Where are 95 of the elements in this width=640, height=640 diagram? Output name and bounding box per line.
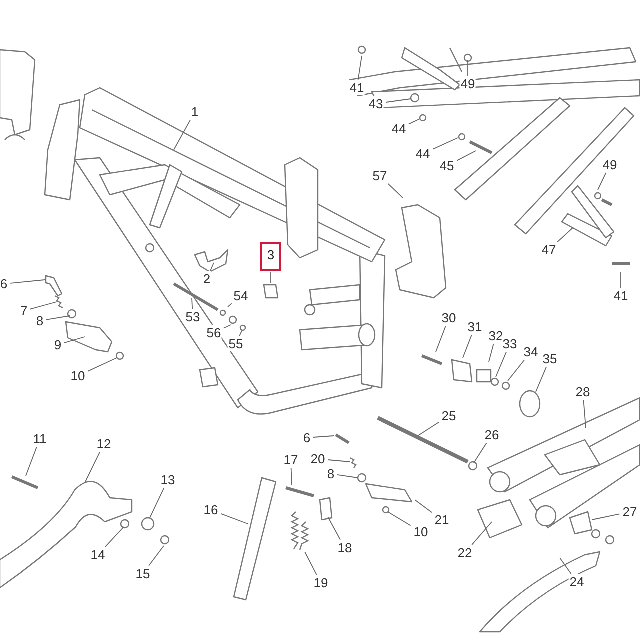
leader-line — [64, 336, 86, 344]
leader-line — [192, 298, 194, 310]
leader-line — [418, 422, 440, 436]
callout-number: 22 — [456, 546, 474, 560]
leader-line — [456, 150, 476, 162]
leader-line — [560, 558, 572, 574]
leader-line — [239, 330, 242, 337]
callout-number: 10 — [70, 368, 86, 384]
leader-line — [26, 446, 38, 476]
callout-number: 55 — [228, 336, 244, 352]
callout-number: 9 — [53, 338, 63, 352]
leader-line — [150, 488, 165, 518]
leader-line — [223, 324, 232, 329]
callout-number: 33 — [502, 336, 518, 352]
callout-number: 45 — [438, 158, 456, 174]
callout-number: 6 — [0, 276, 9, 292]
leader-line — [436, 326, 446, 352]
leader-line — [474, 442, 488, 464]
callout-number: 19 — [312, 576, 330, 590]
leader-line — [290, 468, 292, 486]
leader-line — [598, 172, 607, 190]
callout-number: 8 — [35, 314, 45, 328]
leader-line — [105, 526, 124, 548]
leader-line — [488, 344, 494, 362]
callout-number: 41 — [348, 80, 366, 96]
callout-number: 6 — [302, 430, 312, 446]
callout-number: 44 — [390, 122, 408, 136]
callout-number: 25 — [440, 408, 458, 424]
leader-line — [84, 452, 100, 484]
callout-number: 12 — [96, 436, 112, 452]
leader-line — [620, 272, 622, 288]
callout-number: 20 — [310, 452, 326, 466]
callout-number: 27 — [622, 504, 638, 520]
leader-line — [88, 358, 118, 372]
highlighted-callout-number: 3 — [260, 242, 282, 272]
leader-line — [312, 436, 334, 438]
callout-number: 17 — [282, 452, 300, 468]
leader-line — [462, 334, 472, 358]
leader-line — [583, 400, 586, 428]
leader-line — [210, 262, 214, 272]
callout-number: 15 — [134, 566, 152, 582]
leader-line — [408, 118, 420, 125]
callout-number: 47 — [540, 242, 558, 258]
callout-number: 41 — [612, 288, 630, 304]
leader-line — [388, 183, 404, 198]
leader-line — [328, 516, 341, 540]
leader-line — [557, 228, 574, 243]
leader-line — [270, 272, 272, 284]
callout-number: 1 — [190, 104, 200, 120]
callout-number: 57 — [372, 168, 388, 184]
leader-line — [220, 513, 248, 524]
callout-number: 2 — [202, 272, 212, 286]
leader-line — [472, 522, 492, 546]
callout-number: 11 — [32, 432, 48, 446]
callout-number: 10 — [412, 524, 430, 540]
callout-number: 13 — [160, 472, 176, 488]
callout-number: 18 — [336, 540, 354, 556]
leader-line — [536, 366, 547, 392]
leader-line — [46, 316, 70, 320]
leader-line — [328, 460, 350, 462]
callout-number: 26 — [484, 428, 500, 442]
leader-line — [432, 138, 458, 150]
leader-line — [496, 352, 507, 378]
callout-number: 32 — [488, 328, 504, 344]
leader-line — [304, 552, 318, 576]
callout-number: 56 — [206, 326, 222, 340]
leader-line — [10, 280, 46, 284]
callout-number: 31 — [466, 320, 484, 334]
callout-number: 14 — [90, 548, 106, 562]
callout-number: 28 — [574, 384, 592, 400]
callout-number: 54 — [232, 288, 250, 304]
leader-line — [228, 303, 232, 308]
callout-number: 49 — [460, 76, 476, 92]
callout-number: 44 — [414, 146, 432, 162]
leader-line — [414, 500, 432, 514]
callout-number: 16 — [202, 502, 220, 518]
leader-line — [30, 302, 58, 310]
callout-number: 8 — [326, 466, 336, 482]
leader-line — [148, 546, 164, 566]
callout-number: 35 — [542, 352, 558, 366]
leader-line — [174, 120, 191, 150]
leader-line — [336, 474, 358, 478]
callout-number: 43 — [368, 96, 384, 112]
callout-number: 34 — [522, 344, 540, 360]
callout-number: 21 — [434, 512, 450, 528]
callout-number: 7 — [19, 304, 29, 318]
leader-line — [592, 514, 620, 520]
callout-number: 24 — [568, 574, 586, 590]
callout-number: 53 — [184, 310, 202, 324]
callout-number: 30 — [440, 310, 458, 326]
leader-line — [358, 56, 362, 80]
leader-line — [386, 98, 412, 103]
leader-line — [508, 360, 526, 382]
leader-line — [388, 512, 412, 526]
callout-number: 49 — [602, 158, 618, 172]
